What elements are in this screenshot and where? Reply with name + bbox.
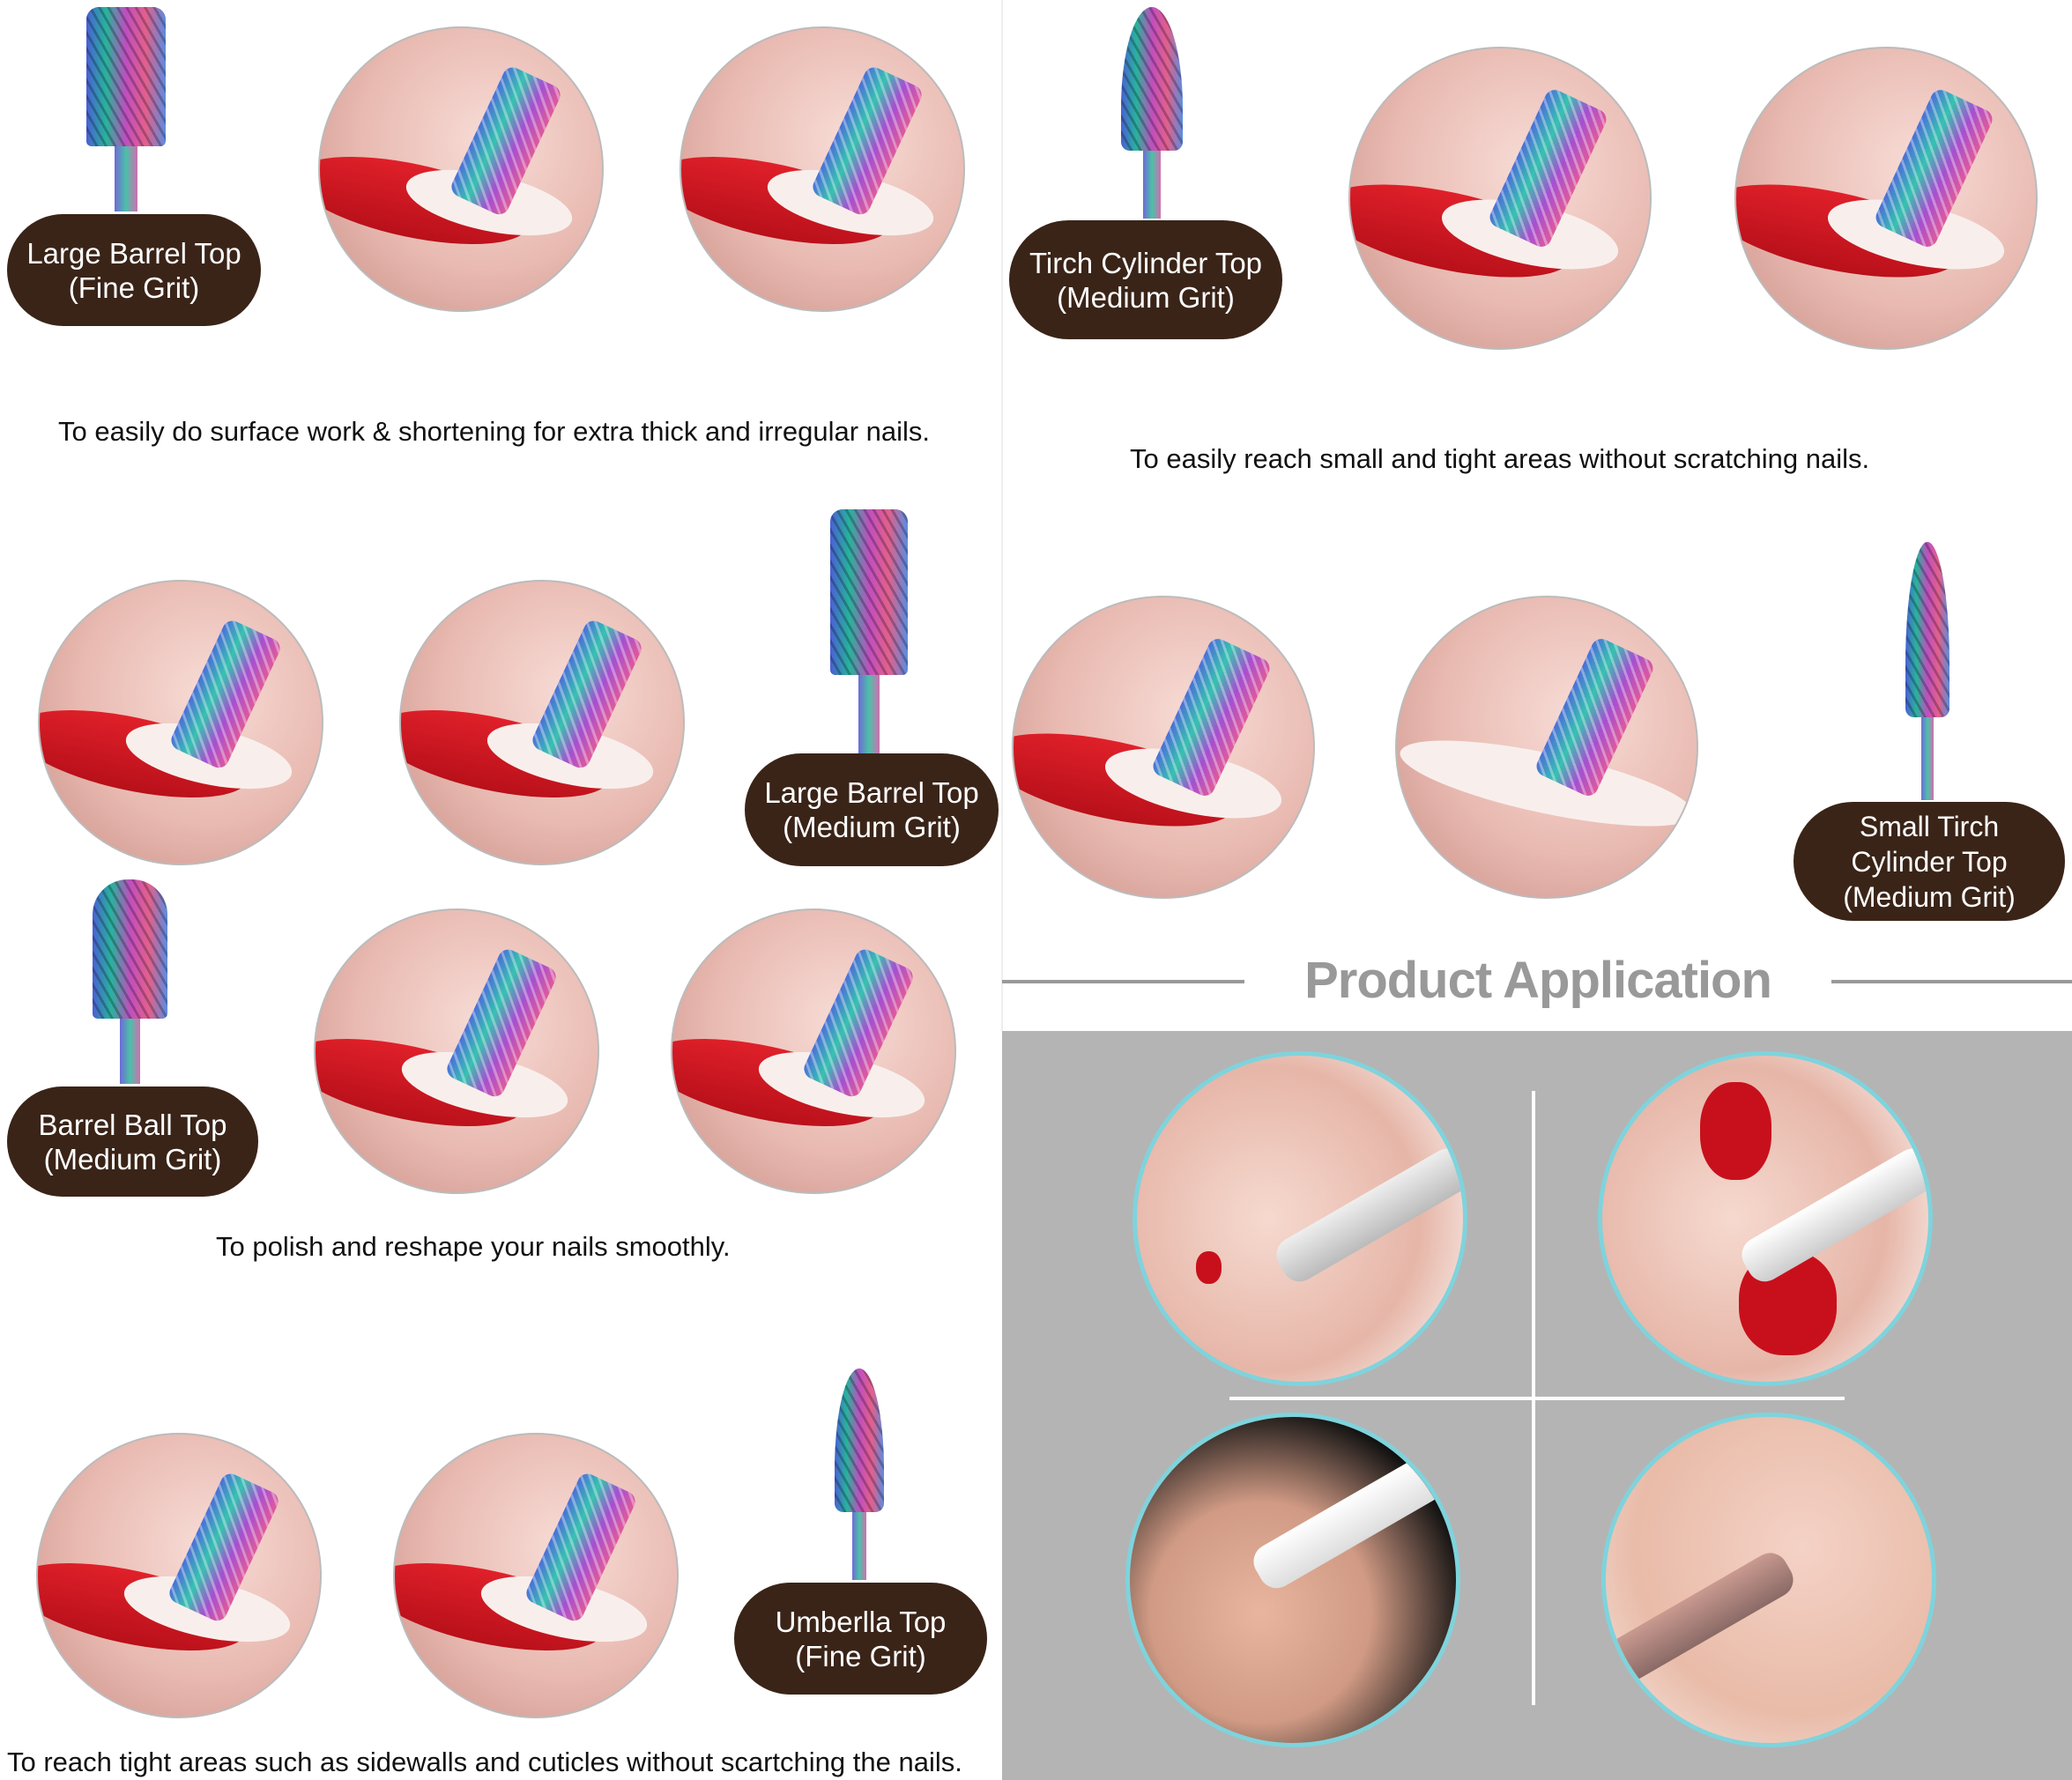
usage-photo <box>1395 596 1698 899</box>
small-tirch-bit-image <box>1905 542 1949 800</box>
label-large-barrel-fine: Large Barrel Top(Fine Grit) <box>7 214 261 326</box>
usage-photo <box>1012 596 1315 899</box>
label-large-barrel-medium: Large Barrel Top(Medium Grit) <box>745 753 999 866</box>
cross-divider-horizontal <box>1229 1397 1845 1400</box>
heading-rule-right <box>1831 980 2072 983</box>
label-line: (Fine Grit) <box>795 1639 926 1672</box>
label-line: (Medium Grit) <box>1843 880 2016 913</box>
usage-photo <box>318 26 604 312</box>
caption-barrel-ball: To polish and reshape your nails smoothl… <box>216 1231 731 1262</box>
label-tirch-cylinder: Tirch Cylinder Top(Medium Grit) <box>1009 220 1282 339</box>
label-line: (Fine Grit) <box>68 271 200 304</box>
large-barrel-fine-bit-image <box>86 7 166 211</box>
large-barrel-medium-bit-image <box>830 509 908 753</box>
application-photo <box>1601 1413 1936 1747</box>
usage-photo <box>1348 47 1652 350</box>
label-line: Small Tirch <box>1859 810 2000 842</box>
label-line: Tirch Cylinder Top <box>1029 246 1263 279</box>
label-barrel-ball: Barrel Ball Top(Medium Grit) <box>7 1087 258 1197</box>
heading-rule-left <box>1002 980 1244 983</box>
usage-photo <box>36 1433 322 1718</box>
caption-tirch-cylinder: To easily reach small and tight areas wi… <box>1130 443 1870 474</box>
label-umbrella: Umberlla Top(Fine Grit) <box>734 1583 987 1695</box>
product-application-heading: Product Application <box>1304 952 1772 1009</box>
application-photo <box>1133 1051 1467 1386</box>
usage-photo <box>38 580 323 865</box>
barrel-ball-bit-image <box>93 879 167 1084</box>
caption-large-barrel-fine: To easily do surface work & shortening f… <box>58 416 931 447</box>
usage-photo <box>680 26 965 312</box>
application-photo <box>1598 1051 1933 1386</box>
label-line: (Medium Grit) <box>43 1142 222 1176</box>
application-photo <box>1125 1413 1460 1747</box>
vertical-divider <box>1001 0 1003 1031</box>
label-line: Umberlla Top <box>775 1605 947 1638</box>
tirch-cylinder-bit-image <box>1121 7 1183 219</box>
usage-photo <box>314 909 599 1194</box>
label-line: Large Barrel Top <box>764 776 979 809</box>
label-line: (Medium Grit) <box>783 811 961 843</box>
label-line: (Medium Grit) <box>1057 280 1235 314</box>
usage-photo <box>399 580 685 865</box>
caption-umbrella: To reach tight areas such as sidewalls a… <box>7 1747 962 1777</box>
usage-photo <box>1734 47 2038 350</box>
usage-photo <box>671 909 956 1194</box>
label-line: Cylinder Top <box>1851 845 2008 878</box>
label-line: Barrel Ball Top <box>38 1108 227 1141</box>
label-line: Large Barrel Top <box>26 236 241 270</box>
usage-photo <box>393 1433 679 1718</box>
umbrella-bit-image <box>835 1368 884 1580</box>
